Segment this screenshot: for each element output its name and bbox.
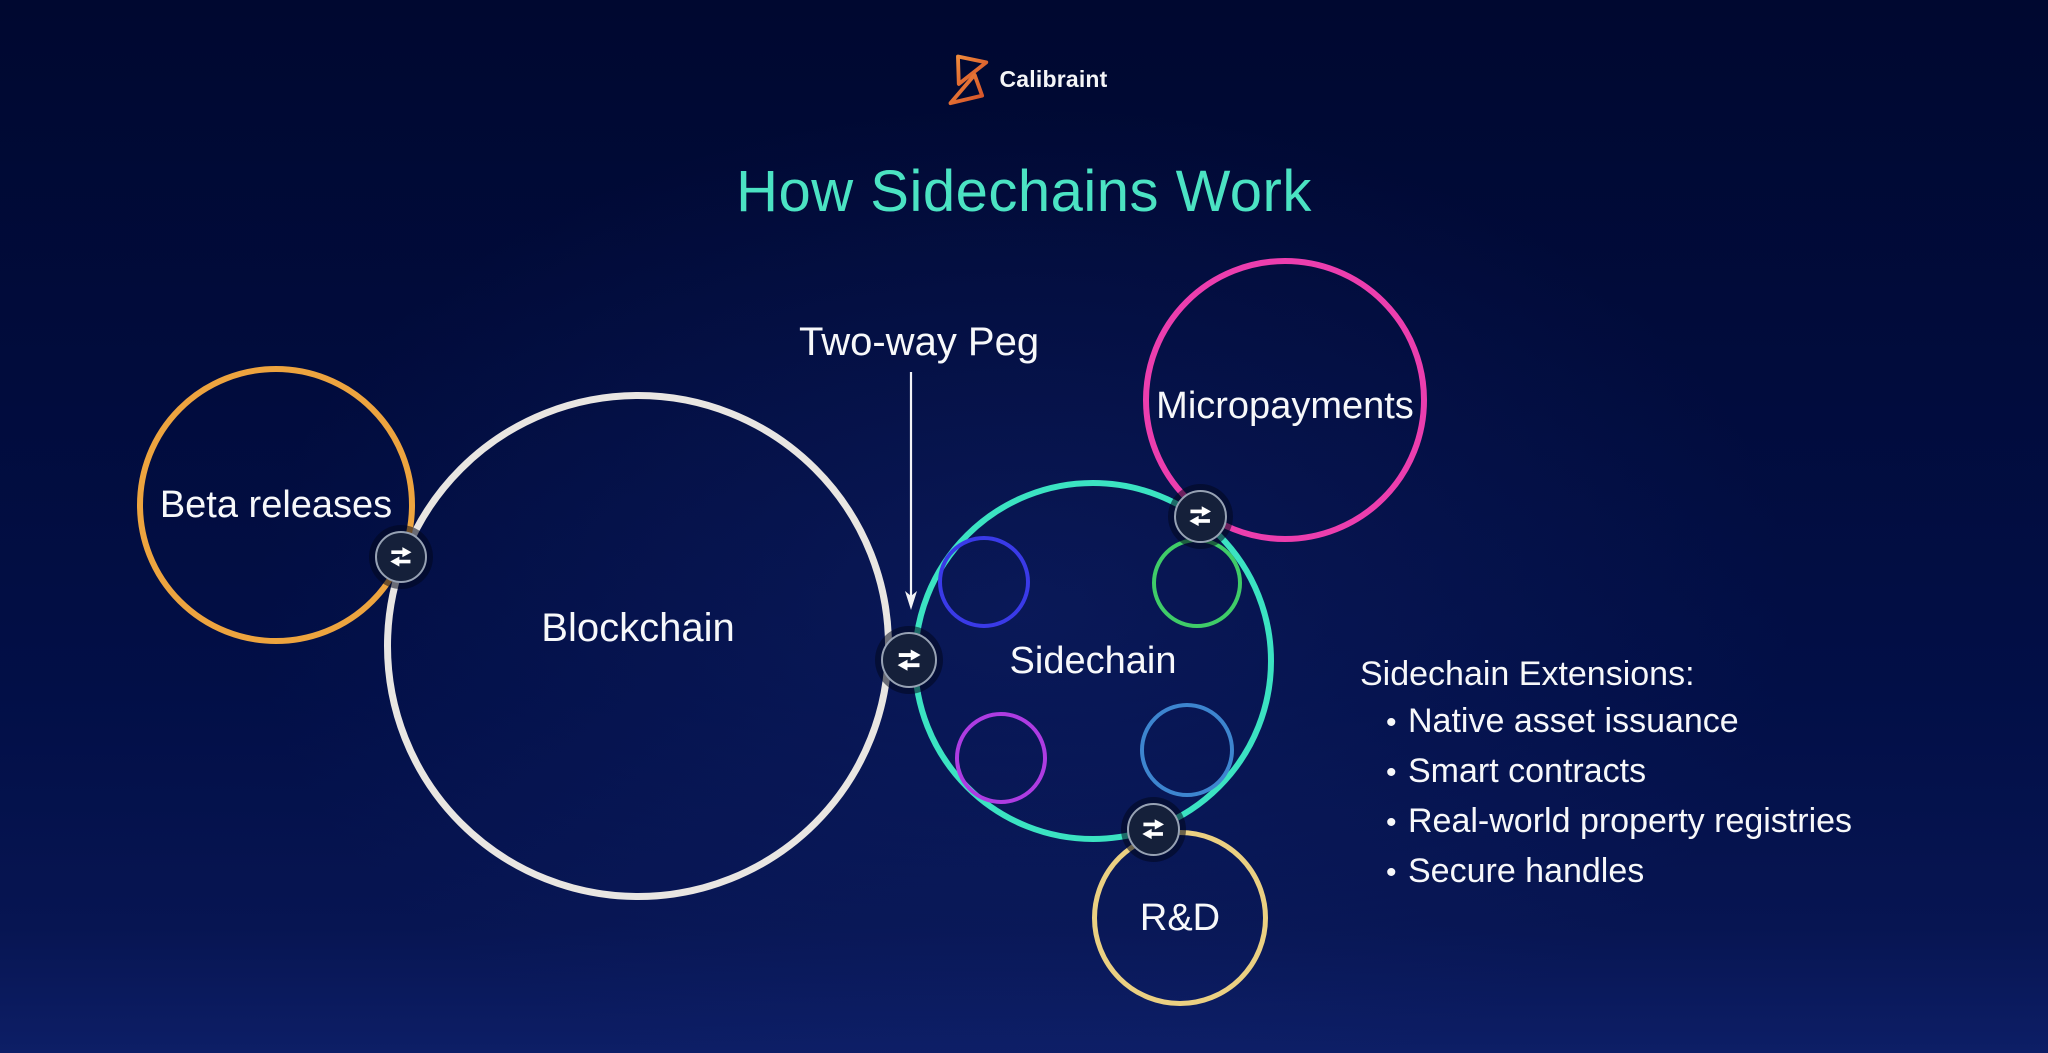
two-way-peg-icon-beta-blockchain (375, 531, 427, 583)
two-way-peg-icon-blockchain-sidechain (881, 632, 937, 688)
bullet-icon: • (1386, 706, 1397, 739)
list-item: • Real-world property registries (1360, 797, 1852, 847)
two-way-peg-icon-sidechain-rnd (1127, 803, 1180, 856)
list-item: • Secure handles (1360, 847, 1852, 897)
circle-rnd: R&D (1092, 830, 1268, 1006)
inner-circle-top-right (1152, 538, 1242, 628)
extensions-list: • Native asset issuance • Smart contract… (1360, 697, 1852, 897)
circle-beta-releases: Beta releases (137, 366, 415, 644)
inner-circle-bottom-right (1140, 703, 1234, 797)
circle-label-sidechain: Sidechain (1009, 639, 1177, 682)
extensions-panel: Sidechain Extensions: • Native asset iss… (1360, 651, 1852, 897)
circle-label-blockchain: Blockchain (541, 605, 735, 650)
list-item: • Native asset issuance (1360, 697, 1852, 747)
bullet-icon: • (1386, 806, 1397, 839)
extension-item-text: Secure handles (1408, 852, 1645, 890)
calibraint-logo-icon (948, 54, 989, 106)
two-way-peg-label: Two-way Peg (799, 320, 1040, 364)
circle-label-micropayments: Micropayments (1156, 384, 1414, 427)
bullet-icon: • (1386, 856, 1397, 889)
extension-item-text: Real-world property registries (1408, 802, 1853, 840)
circle-label-beta-releases: Beta releases (159, 483, 393, 526)
down-arrow (905, 372, 917, 610)
page-title: How Sidechains Work (736, 159, 1312, 224)
two-way-peg-icon-sidechain-micropayments (1174, 490, 1227, 543)
circle-blockchain: Blockchain (384, 392, 892, 900)
circle-micropayments: Micropayments (1143, 258, 1427, 542)
list-item: • Smart contracts (1360, 747, 1852, 797)
extensions-title: Sidechain Extensions: (1360, 655, 1695, 693)
inner-circle-top-left (938, 536, 1030, 628)
logo-text: Calibraint (999, 65, 1108, 92)
inner-circle-bottom-left (955, 712, 1047, 804)
bullet-icon: • (1386, 756, 1397, 789)
extension-item-text: Smart contracts (1408, 752, 1647, 790)
circle-label-rnd: R&D (1139, 896, 1221, 939)
logo: Calibraint (940, 48, 1107, 110)
extension-item-text: Native asset issuance (1408, 702, 1739, 740)
